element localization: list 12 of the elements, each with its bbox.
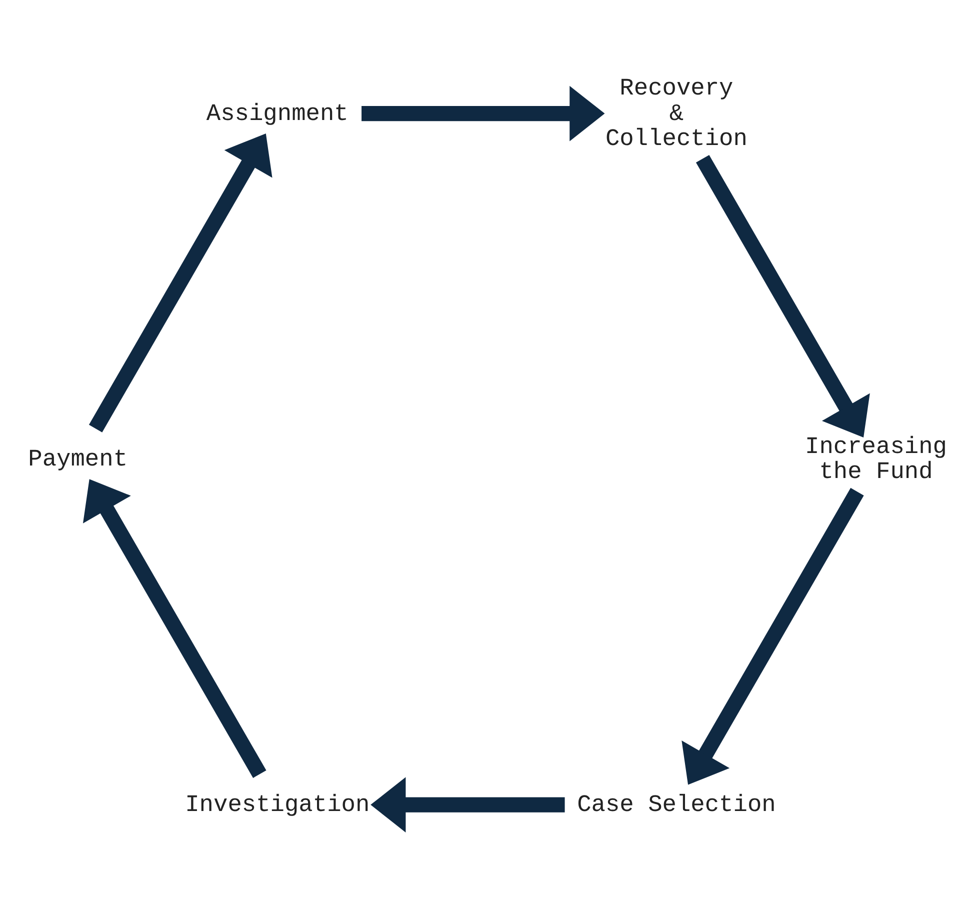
arrow <box>682 488 864 785</box>
node-text: Increasing the Fund <box>805 434 948 486</box>
node-text: Recovery & Collection <box>605 75 748 154</box>
arrow <box>370 777 565 832</box>
node-text: Case Selection <box>577 792 776 820</box>
arrow <box>696 154 870 438</box>
node-text: Payment <box>28 446 128 474</box>
arrow <box>88 134 272 432</box>
arrow <box>362 86 605 142</box>
node-text: Investigation <box>185 792 370 820</box>
node-text: Assignment <box>206 100 348 128</box>
arrow <box>82 479 266 778</box>
